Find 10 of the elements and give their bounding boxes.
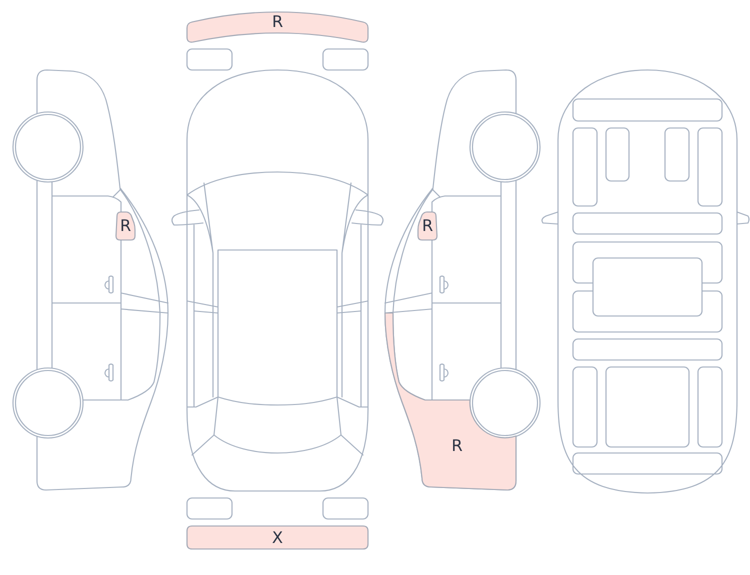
window-corner-panel <box>417 210 439 241</box>
damage-code: R <box>120 218 132 234</box>
damage-code: R <box>272 14 284 30</box>
front-bumper-panel <box>186 10 369 44</box>
rear-bumper-panel <box>186 525 369 550</box>
damage-code: X <box>272 530 283 546</box>
window-corner-panel <box>114 210 136 241</box>
rear-quarter-panel <box>384 310 518 492</box>
damage-code: R <box>451 438 463 454</box>
damage-code: R <box>422 218 434 234</box>
